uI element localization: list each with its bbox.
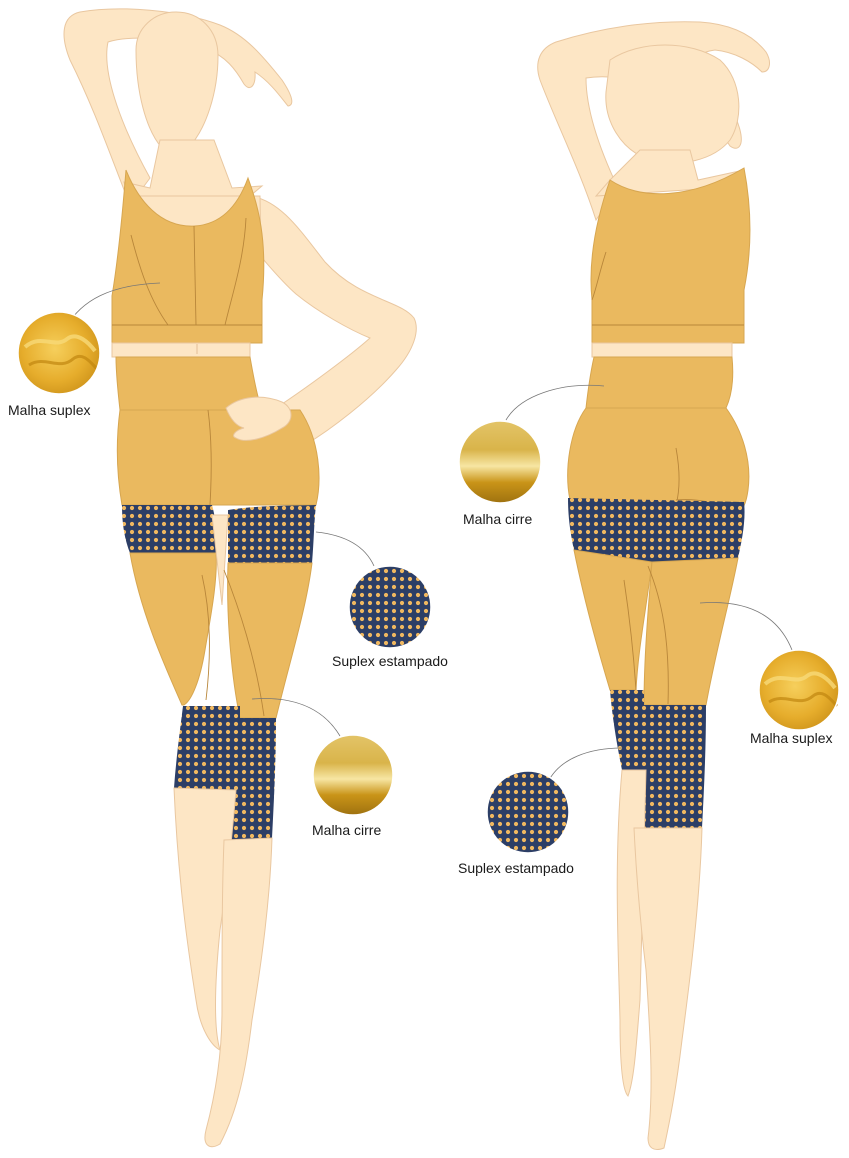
swatch-suplex: [759, 650, 839, 730]
front-print-band-right: [228, 505, 316, 563]
back-lower-right-leg: [634, 828, 702, 1150]
back-waistband: [586, 357, 733, 408]
front-right-leg-garment: [228, 563, 312, 718]
swatch-cirre: [459, 421, 541, 503]
front-midriff: [112, 343, 250, 357]
front-head: [136, 12, 218, 153]
front-shorts-upper: [117, 410, 319, 505]
callout-label: Suplex estampado: [458, 860, 574, 876]
swatch-suplex: [18, 312, 100, 394]
back-print-band: [568, 498, 745, 562]
leader-line: [548, 748, 622, 782]
swatch-print: [349, 566, 431, 648]
front-left-leg-garment: [130, 553, 216, 705]
callout-label: Malha cirre: [463, 511, 532, 527]
back-midriff: [592, 343, 732, 357]
front-print-band-left: [122, 505, 217, 553]
callout-label: Malha suplex: [8, 402, 91, 418]
back-figure: [538, 22, 770, 1150]
front-knee-print-left: [174, 706, 240, 790]
callout-back-print: Suplex estampado: [458, 748, 622, 876]
swatch-print: [487, 771, 569, 853]
callout-label: Suplex estampado: [332, 653, 448, 669]
leader-line: [316, 532, 374, 566]
back-left-leg-garment: [574, 550, 652, 690]
callout-label: Malha suplex: [750, 730, 833, 746]
back-head: [606, 45, 739, 163]
callout-label: Malha cirre: [312, 822, 381, 838]
back-crop-top: [591, 168, 750, 343]
back-knee-print-left: [610, 690, 644, 770]
swatch-cirre: [313, 735, 393, 815]
back-right-leg-garment: [644, 558, 738, 705]
callout-front-print: Suplex estampado: [316, 532, 448, 669]
back-shorts-upper: [568, 408, 749, 510]
